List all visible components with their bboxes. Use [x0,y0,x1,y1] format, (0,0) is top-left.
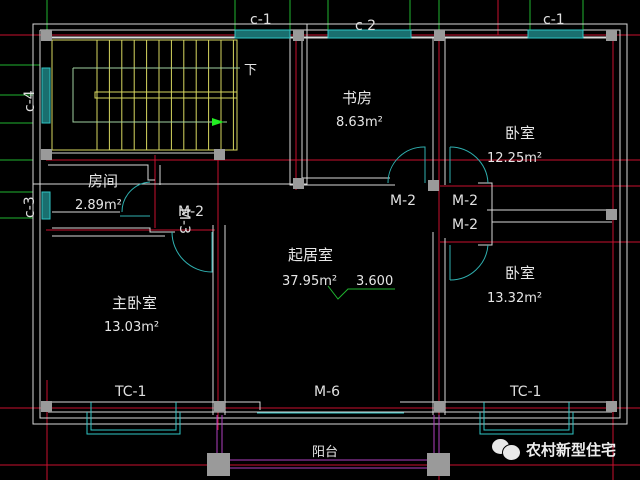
column [214,401,225,412]
room-name-living: 起居室 [288,246,333,264]
column [41,401,52,412]
room-name-bedroom-1: 卧室 [505,124,535,142]
elevation-mark [327,285,395,300]
elevation-value: 3.600 [356,274,393,289]
door-label-m-2-study: M-2 [390,193,416,209]
window-label-tc-1-right: TC-1 [509,384,541,400]
door-swings [120,146,489,281]
column [427,453,450,476]
stair-arrow-icon [212,118,224,126]
window-label-tc-1-left: TC-1 [114,384,146,400]
column [606,30,617,41]
windows [41,29,584,435]
window-label-c-1-right: c-1 [543,12,565,28]
room-name-balcony: 阳台 [312,445,338,460]
window-c-1-right [527,29,584,39]
watermark: 农村新型住宅 [492,438,617,461]
columns [41,30,617,476]
column [41,149,52,160]
column [606,401,617,412]
wechat-icon [492,438,522,461]
column [434,30,445,41]
window-label-c-2: c 2 [355,18,376,34]
stair [51,39,240,151]
room-name-master-bedroom: 主卧室 [112,294,157,312]
window-c-2 [327,29,412,39]
column [293,178,304,189]
stair-direction-label: 下 [244,63,257,78]
watermark-text: 农村新型住宅 [526,440,617,459]
window-c-1-left [234,29,291,39]
room-area-study: 8.63m² [336,115,383,130]
room-area-bedroom-2: 13.32m² [487,291,542,306]
room-area-living: 37.95m² [282,274,337,289]
room-area-bedroom-1: 12.25m² [487,151,542,166]
room-name-room: 房间 [88,172,118,190]
column [214,149,225,160]
column [207,453,230,476]
window-c-4 [41,67,51,124]
window-label-c-3: c-3 [22,196,38,218]
column [606,209,617,220]
door-label-m-6: M-6 [314,384,340,400]
door-label-m-3: M-3 [176,208,192,234]
room-name-study: 书房 [342,89,372,107]
column [41,30,52,41]
walls [32,23,628,425]
room-area-master-bedroom: 13.03m² [104,320,159,335]
dimension-lines [0,0,584,219]
door-label-m-2-bedroom-1: M-2 [452,193,478,209]
window-tc-1-right [479,412,574,435]
window-tc-1-left [86,412,181,435]
window-label-c-4: c-4 [22,90,38,112]
balcony-rails [216,415,440,469]
column [428,180,439,191]
window-c-3 [41,191,51,220]
room-name-bedroom-2: 卧室 [505,264,535,282]
room-area-room: 2.89m² [75,198,122,213]
door-label-m-2-room: M-2 [178,204,204,220]
column [293,30,304,41]
door-label-m-2-bedroom-2: M-2 [452,217,478,233]
window-label-c-1-left: c-1 [250,12,272,28]
column [434,401,445,412]
